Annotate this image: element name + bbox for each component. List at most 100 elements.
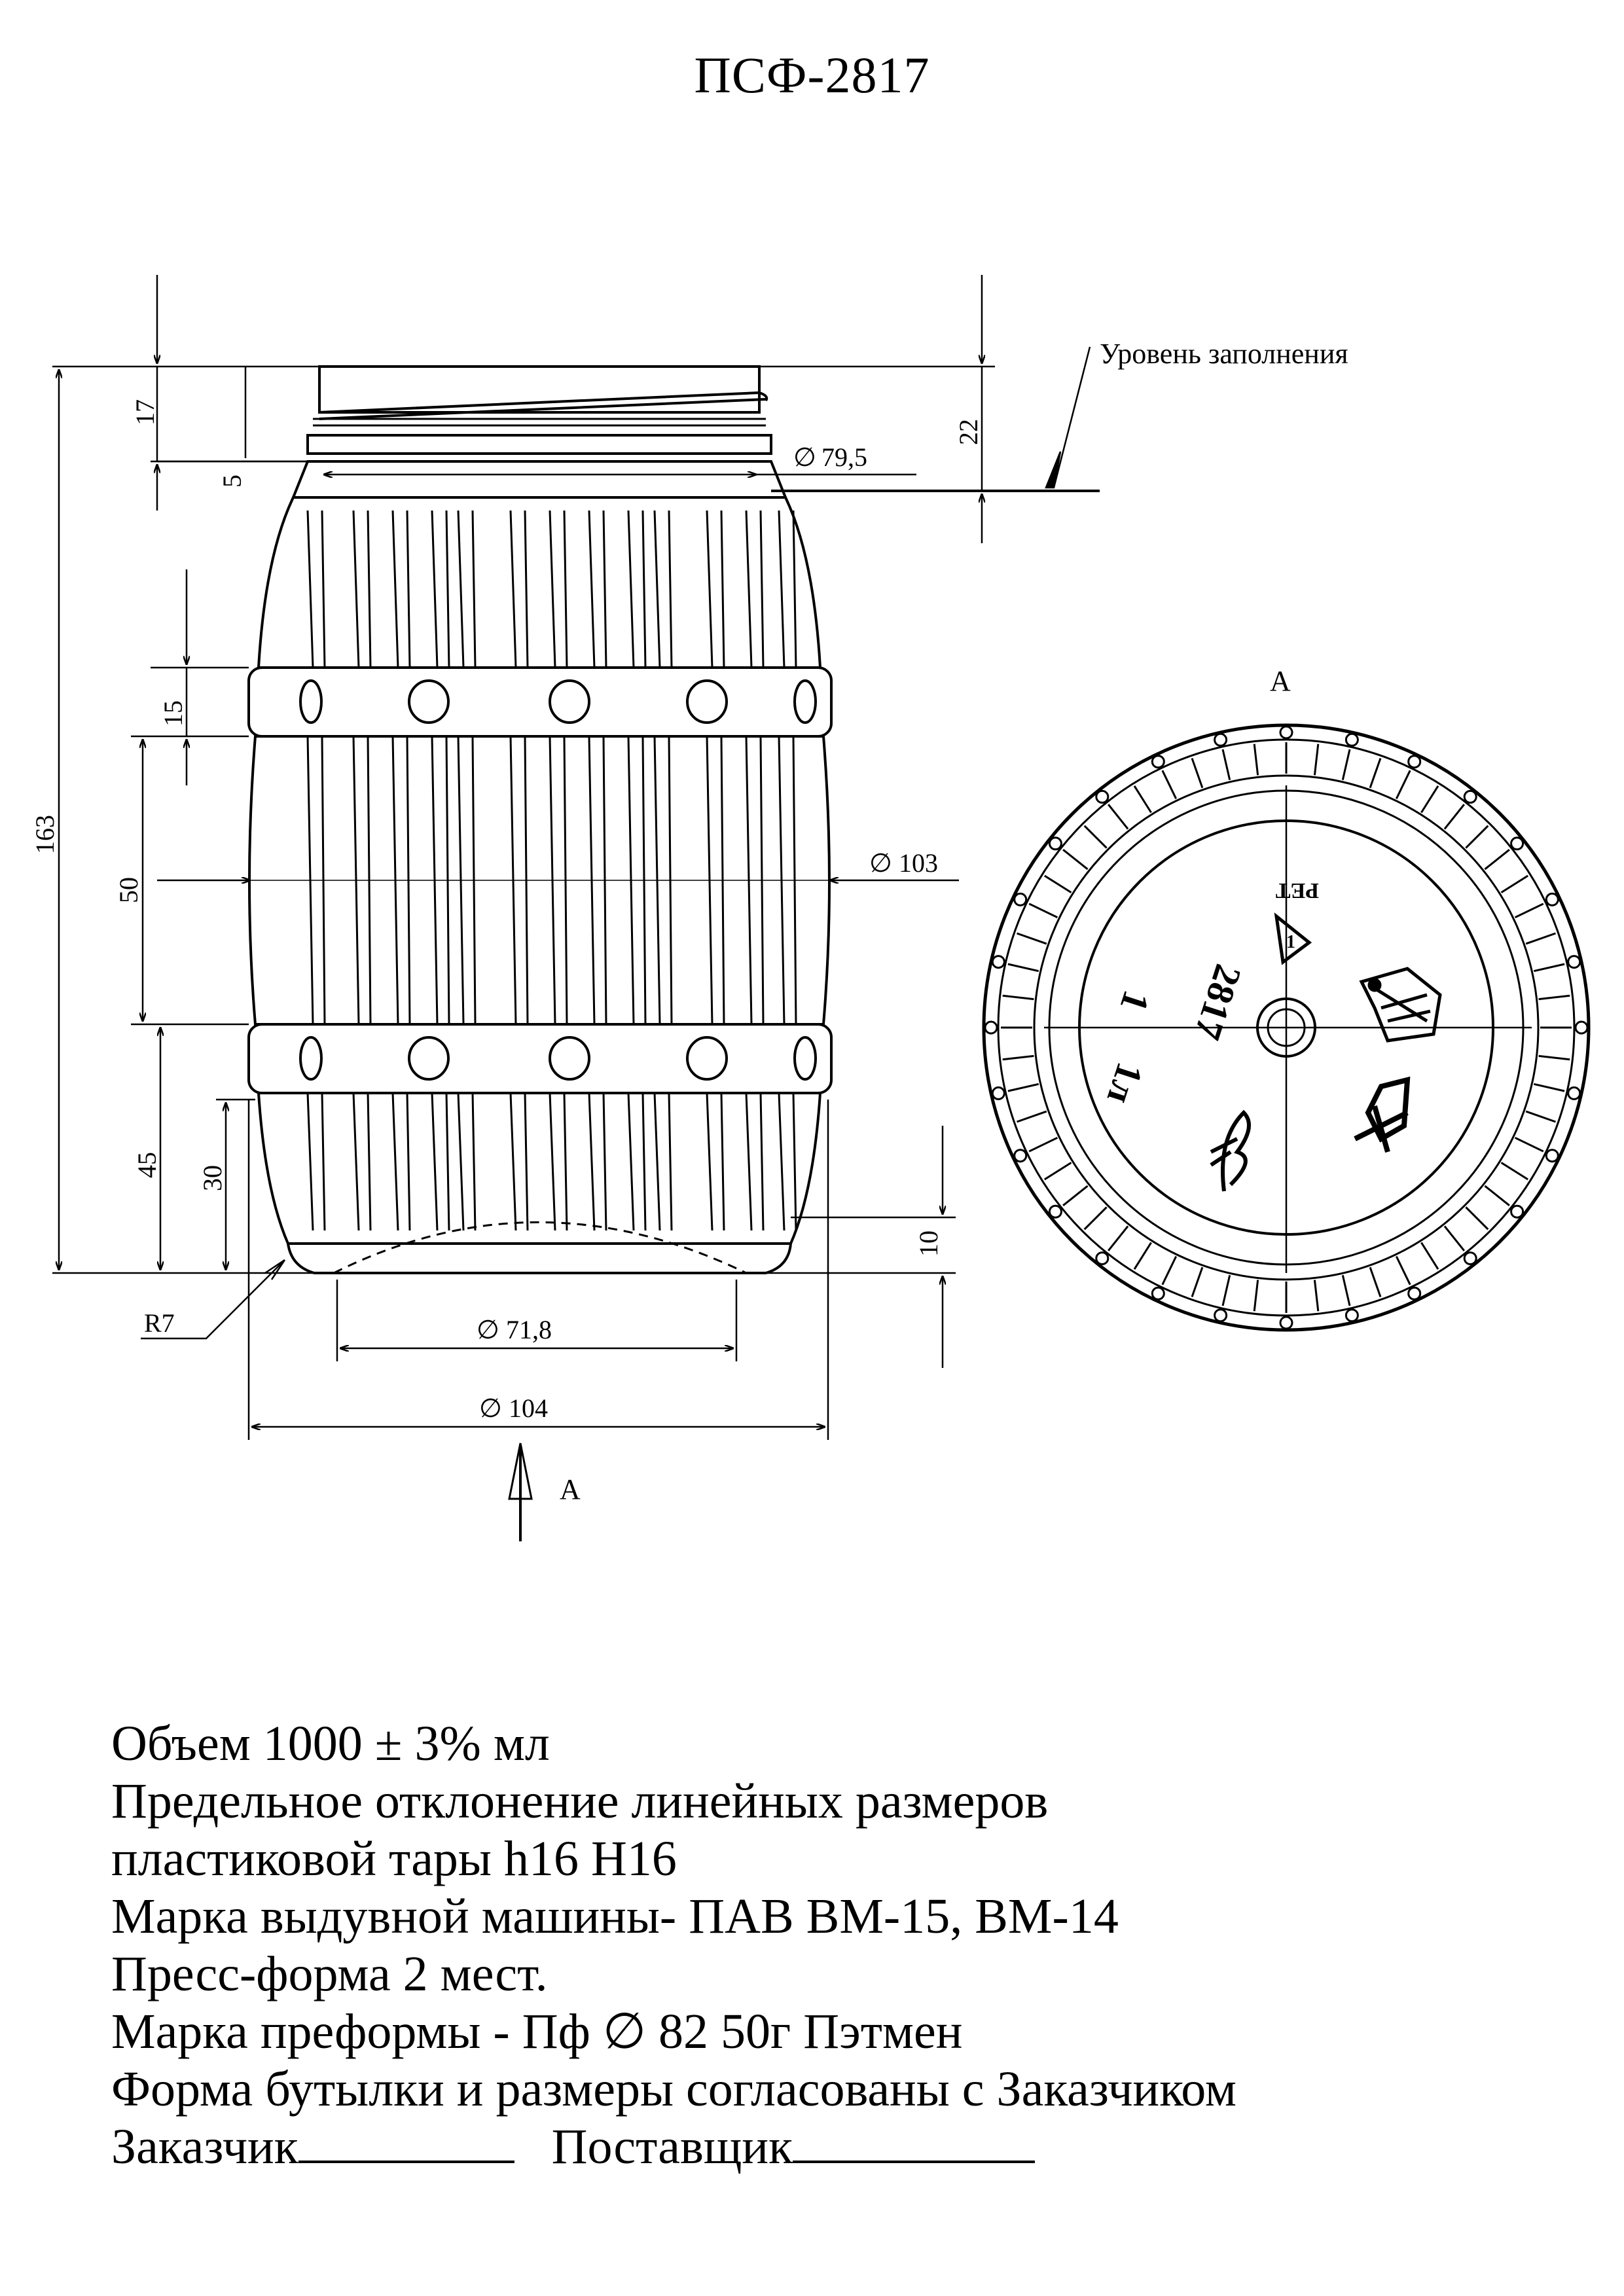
knurl-tick [1161,1255,1178,1285]
knurl-dot [1407,755,1422,769]
knurl-tick [1465,1206,1489,1230]
knurl-tick [1514,903,1544,919]
stave-groove [306,510,326,668]
stave-groove [509,510,529,668]
supplier-label: Поставщик [551,2119,793,2174]
knurl-tick [1028,1136,1058,1153]
upper-staves [257,496,822,669]
knurl-dot [1095,789,1110,804]
manufacturer-logo-icon [1354,1076,1411,1153]
stave-groove [431,1092,450,1231]
bottle-shoulder [291,460,787,499]
knurl-tick [1028,903,1058,919]
hoop-bolt [793,1036,817,1081]
knurl-tick [1341,749,1351,781]
volume-prefix: Объем 1000 [111,1716,363,1771]
knurl-tick [1484,1185,1510,1206]
bottle-base [287,1243,792,1274]
hoop-bolt [408,1036,450,1081]
cavity-number: 1 [1112,986,1159,1017]
stave-groove [588,1092,607,1231]
knurl-dot [1567,955,1581,969]
stave-groove [352,1092,372,1231]
knurl-tick [1017,1110,1047,1123]
knurl-tick [1221,749,1231,781]
hoop-bolt [686,679,728,724]
stave-groove [352,510,372,668]
knurl-tick [1253,744,1259,776]
knurl-tick [1017,932,1047,945]
stave-groove [549,510,568,668]
knurl-tick [1083,825,1108,849]
knurl-dot [991,1086,1005,1100]
recycle-symbol: PET 1 [1274,878,1319,965]
bottom-knurling [984,725,1589,1330]
spec-machine: Марка выдувной машины- ПАВ ВМ-15, ВМ-14 [111,1889,1119,1944]
bottle-logo-icon [1210,1109,1251,1192]
knurl-tick [1443,1225,1465,1251]
view-arrow-label: А [560,1473,581,1505]
knurl-tick [1465,825,1489,849]
knurl-tick [1395,770,1411,800]
spec-mold: Пресс-форма 2 мест. [111,1946,548,2001]
knurl-dot [1344,732,1359,747]
dim-overall-diameter: ∅ 104 [479,1393,548,1423]
knurl-tick [1525,932,1556,945]
knurl-tick [1341,1274,1351,1306]
dim-45: 45 [132,1152,162,1178]
hoop-bolt [299,1036,323,1081]
dim-30: 30 [198,1165,227,1191]
knurl-dot [1510,1204,1525,1219]
knurl-dot [1095,1251,1110,1266]
knurl-tick [1191,758,1204,789]
svg-text:∅: ∅ [479,1393,502,1423]
knurl-dot [1545,1149,1559,1163]
stave-groove [391,510,411,668]
knurl-dot [1013,892,1028,906]
drawing-title: ПСФ-2817 [694,46,930,103]
svg-text:PET: PET [1276,878,1319,903]
diameter-symbol-icon: ∅ [602,2004,647,2059]
spec-preform: Марка преформы - Пф ∅ 82 50г Пэтмен [111,2003,1236,2060]
knurl-dot [1545,892,1559,906]
knurl-tick [1007,1083,1039,1092]
knurl-tick [1484,849,1510,870]
volume-mark: 1л [1099,1058,1152,1109]
knurl-dot [1567,1086,1581,1100]
upper-hoop [247,666,833,738]
hoop-bolt [299,679,323,724]
knurl-dot [1013,1149,1028,1163]
knurl-tick [1420,1242,1439,1270]
neck-finish [318,365,761,414]
knurl-tick [1253,1280,1259,1312]
dim-17: 17 [130,399,160,425]
knurl-dot [1279,1316,1293,1330]
knurl-tick [1007,963,1039,973]
spec-volume: Объем 1000 ± 3% мл [111,1715,1236,1772]
stave-groove [653,1092,673,1231]
knurl-tick [1514,1136,1544,1153]
hoop-bolts [299,679,817,1081]
spec-tolerance-line1: Предельное отклонение линейных размеров [111,1774,1049,1829]
knurl-dot [1463,1251,1477,1266]
hoop-bolt [793,679,817,724]
preform-prefix: Марка преформы - Пф [111,2004,590,2059]
knurl-tick [1044,874,1072,893]
hoop-bolt [408,679,450,724]
knurl-tick [1044,1162,1072,1181]
stave-groove [745,510,765,668]
supplier-signature-line[interactable] [793,2121,1036,2163]
knurl-dot [1574,1020,1589,1035]
knurl-tick [1313,1280,1320,1312]
dim-neck-diameter: ∅ 79,5 [793,442,867,472]
customer-label: Заказчик [111,2119,298,2174]
knurl-dot [1407,1286,1422,1300]
dim-10: 10 [914,1230,943,1257]
dim-22: 22 [954,419,983,445]
spec-agreement: Форма бутылки и размеры согласованы с За… [111,2062,1236,2117]
customer-signature-line[interactable] [298,2121,514,2163]
volume-suffix: 3% мл [414,1716,550,1771]
knurl-dot [1214,732,1228,747]
hoop-bolt [549,679,590,724]
svg-text:∅: ∅ [869,848,892,878]
